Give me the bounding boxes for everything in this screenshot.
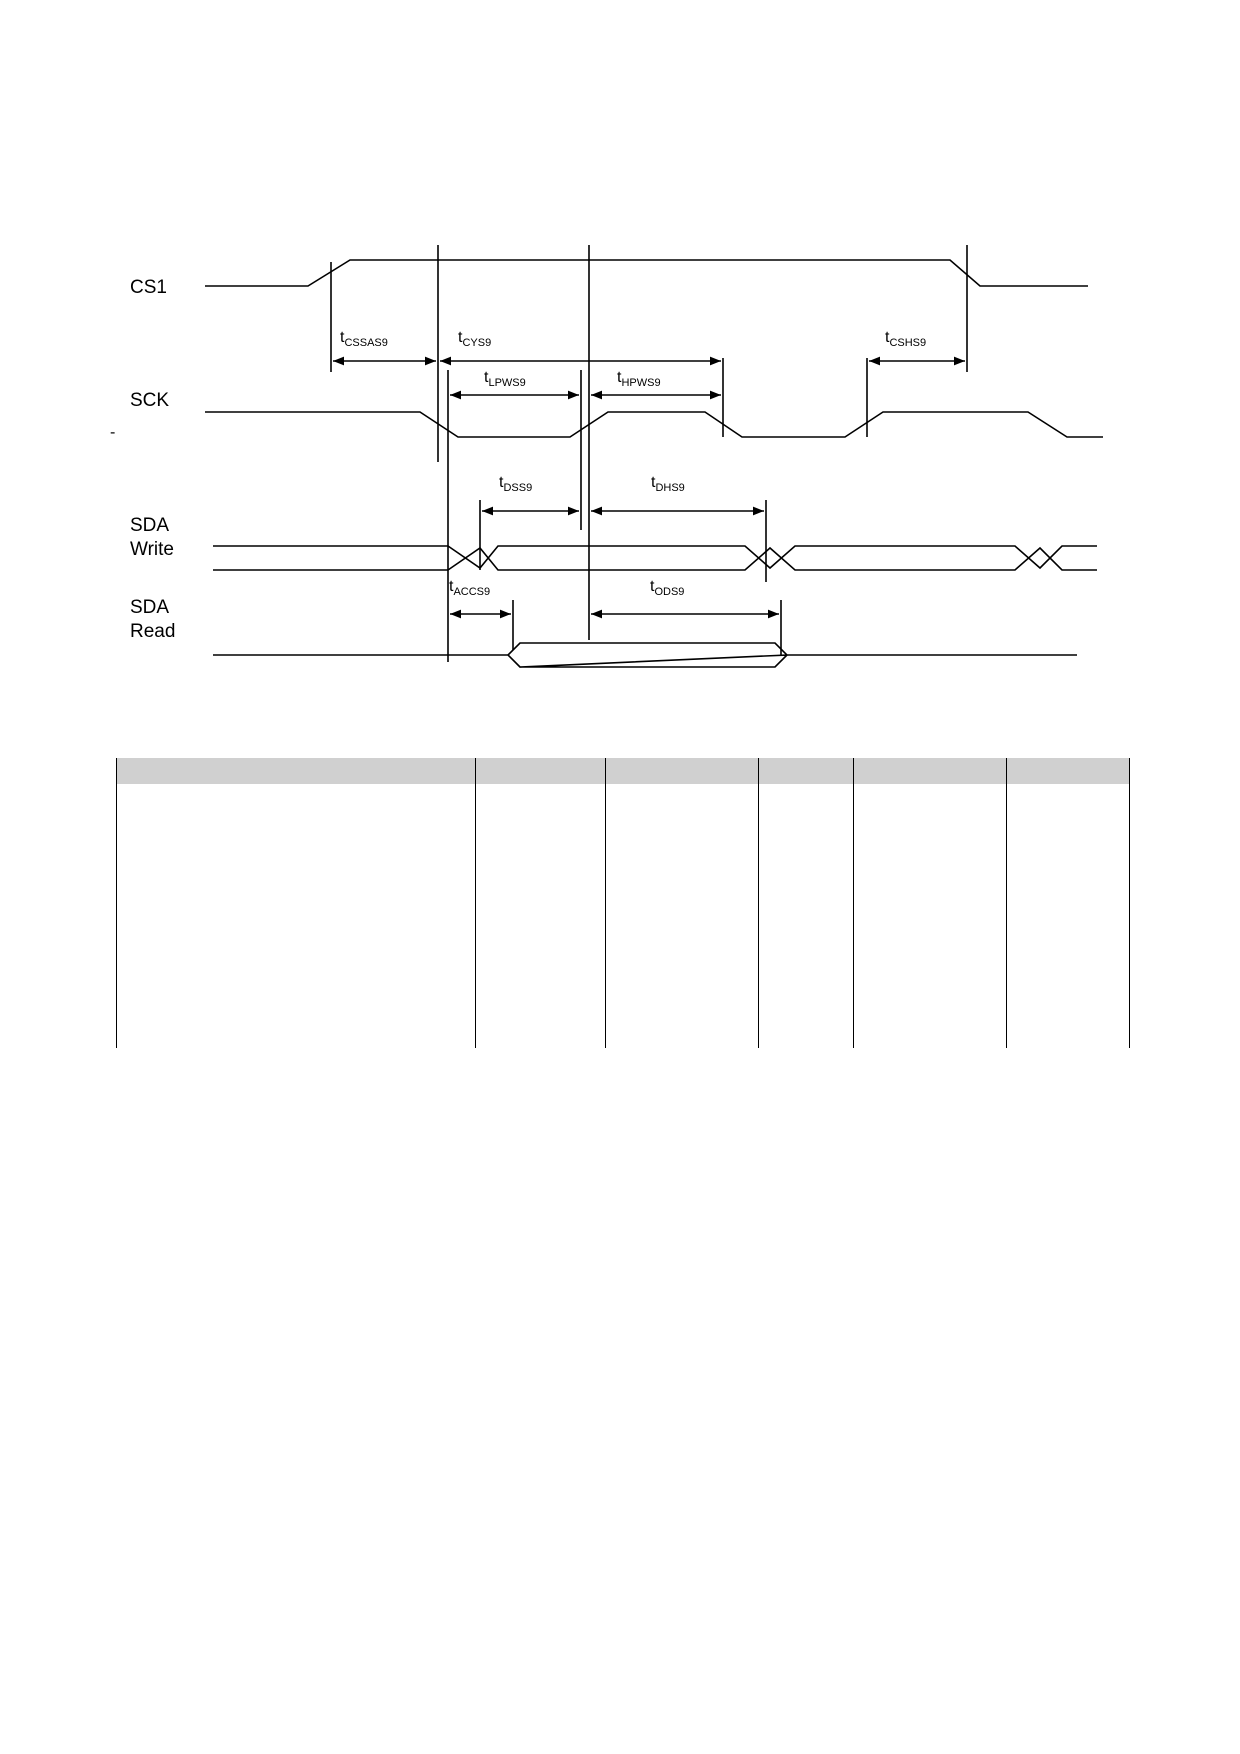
signal-label-sda-read: SDA Read bbox=[130, 597, 175, 642]
label-tlpws: tLPWS9 bbox=[484, 369, 526, 389]
table-cell bbox=[758, 784, 855, 1048]
label-taccs: tACCS9 bbox=[449, 578, 490, 598]
label-tdss: tDSS9 bbox=[499, 474, 532, 494]
timing-diagram: CS1 SCK SDA Write SDA Read - tCSSAS9 t bbox=[110, 245, 1103, 668]
cs1-waveform bbox=[205, 259, 1088, 287]
table-cell bbox=[1005, 784, 1131, 1048]
label-thpws: tHPWS9 bbox=[617, 369, 661, 389]
table-cell bbox=[116, 784, 476, 1048]
table-header-cell bbox=[853, 758, 1007, 784]
label-tods: tODS9 bbox=[650, 578, 684, 598]
table-header-row bbox=[116, 758, 1131, 784]
table-header-cell bbox=[474, 758, 606, 784]
label-tcys: tCYS9 bbox=[458, 329, 491, 349]
stray-mark: - bbox=[110, 424, 115, 441]
label-tcssas: tCSSAS9 bbox=[340, 329, 388, 349]
signal-label-sck: SCK bbox=[130, 390, 169, 411]
table-header-cell bbox=[116, 758, 476, 784]
timing-spec-table bbox=[116, 758, 1131, 1048]
label-tdhs: tDHS9 bbox=[651, 474, 685, 494]
signal-label-sda-write: SDA Write bbox=[130, 515, 174, 560]
table-row bbox=[116, 784, 1131, 1048]
table-header-cell bbox=[1005, 758, 1131, 784]
table-header-cell bbox=[604, 758, 760, 784]
table-header-cell bbox=[758, 758, 855, 784]
signal-label-cs1: CS1 bbox=[130, 277, 167, 298]
label-tcshs: tCSHS9 bbox=[885, 329, 926, 349]
table-cell bbox=[853, 784, 1007, 1048]
table-cell bbox=[474, 784, 606, 1048]
table-cell bbox=[604, 784, 760, 1048]
sda-write-waveform bbox=[213, 545, 1097, 571]
sck-waveform bbox=[205, 411, 1103, 438]
sda-read-waveform bbox=[213, 642, 1077, 668]
